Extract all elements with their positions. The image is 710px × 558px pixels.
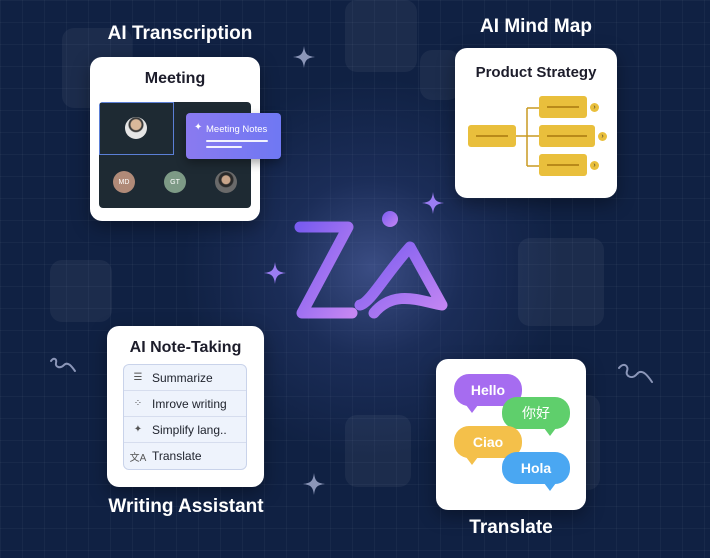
mind-map-node [539, 154, 587, 176]
text-line [206, 140, 268, 142]
summarize-icon: ☰ [133, 372, 143, 383]
bubble-tail [466, 405, 478, 413]
squiggle-icon [618, 364, 653, 383]
menu-item-label: Summarize [152, 370, 213, 385]
mind-map-node [539, 125, 595, 147]
bubble-nihao: 你好 [502, 397, 570, 429]
bubble-tail [466, 457, 478, 465]
decor-tile [518, 238, 604, 326]
writing-assistant-heading: Writing Assistant [108, 496, 264, 517]
participant-tile: MD [99, 157, 148, 208]
menu-item-improve-writing[interactable]: ⁘ Imrove writing [124, 391, 246, 417]
avatar [125, 117, 147, 139]
note-taking-card-title: AI Note-Taking [129, 339, 242, 356]
menu-item-translate[interactable]: 文A Translate [124, 443, 246, 469]
translate-card: Hello 你好 Ciao Hola [436, 359, 586, 510]
decor-tile [345, 0, 417, 72]
decor-tile [345, 415, 411, 487]
decor-tile [50, 260, 112, 322]
avatar: GT [164, 171, 186, 193]
expand-arrow-icon[interactable]: › [598, 132, 607, 141]
meeting-notes-button[interactable]: ✦ Meeting Notes [186, 113, 281, 159]
menu-item-label: Simplify lang.. [152, 422, 227, 437]
active-speaker-tile [99, 102, 174, 155]
improve-icon: ⁘ [133, 398, 143, 409]
meeting-notes-label: Meeting Notes [206, 124, 268, 135]
avatar [215, 171, 237, 193]
expand-arrow-icon[interactable]: › [590, 161, 599, 170]
bubble-tail [544, 483, 556, 491]
sparkle-icon [264, 262, 286, 284]
menu-item-label: Imrove writing [152, 396, 227, 411]
zia-logo [294, 211, 448, 319]
translate-icon: 文A [129, 452, 147, 464]
mind-map-card: Product Strategy › › › [455, 48, 617, 198]
decor-tile [420, 50, 460, 100]
mind-map-connectors [516, 107, 539, 167]
bubble-hola: Hola [502, 452, 570, 484]
translate-heading: Translate [469, 517, 553, 538]
note-taking-card: AI Note-Taking ☰ Summarize ⁘ Imrove writ… [107, 326, 264, 487]
sparkle-icon: ✦ [194, 122, 203, 133]
squiggle-icon [50, 357, 76, 372]
mind-map-root-node [468, 125, 516, 147]
expand-arrow-icon[interactable]: › [590, 103, 599, 112]
sparkle-icon [293, 46, 315, 68]
avatar: MD [113, 171, 135, 193]
sparkle-icon: ✦ [133, 424, 143, 435]
menu-item-label: Translate [152, 449, 202, 463]
sparkle-icon [422, 192, 444, 214]
meeting-card-title: Meeting [144, 70, 206, 87]
participant-tile [201, 157, 250, 208]
menu-item-summarize[interactable]: ☰ Summarize [124, 365, 246, 391]
bubble-tail [544, 428, 556, 436]
mind-map-node [539, 96, 587, 118]
writing-menu: ☰ Summarize ⁘ Imrove writing ✦ Simplify … [123, 364, 247, 470]
menu-item-simplify[interactable]: ✦ Simplify lang.. [124, 417, 246, 443]
text-line [206, 146, 242, 148]
transcription-heading: AI Transcription [107, 23, 253, 44]
sparkle-icon [303, 473, 325, 495]
participant-tile: GT [150, 157, 199, 208]
mind-map-heading: AI Mind Map [480, 16, 592, 37]
mind-map-card-title: Product Strategy [475, 64, 597, 81]
